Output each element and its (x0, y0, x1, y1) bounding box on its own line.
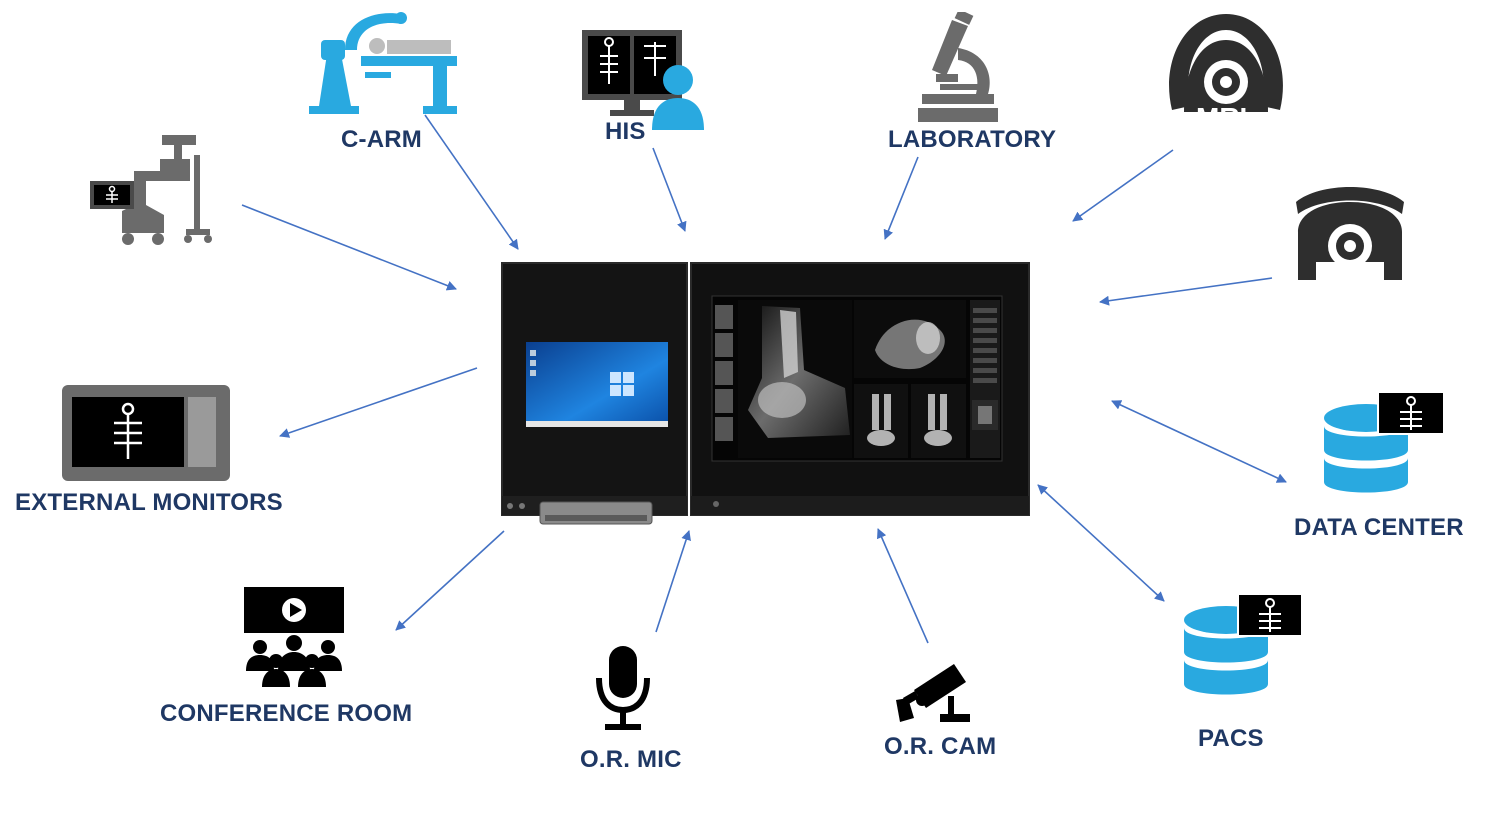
label-laboratory: LABORATORY (888, 126, 1057, 153)
label-or-cam: O.R. CAM (884, 733, 997, 760)
ct-scanner-icon (1296, 187, 1404, 280)
label-ct: CT (1328, 276, 1366, 307)
label-conference-room: CONFERENCE ROOM (160, 700, 413, 727)
camera-icon (896, 664, 970, 722)
arrow-or-cam (877, 528, 929, 644)
label-data-center: DATA CENTER (1294, 514, 1464, 541)
label-pacs: PACS (1198, 725, 1264, 752)
database-icon (1324, 391, 1445, 493)
external-monitor-icon (62, 385, 230, 481)
arrow-mri (1072, 149, 1174, 222)
mri-scanner-icon (1169, 14, 1283, 112)
arrow-or-mic (655, 530, 691, 633)
conference-room-icon (244, 587, 344, 687)
label-c-arm: C-ARM (341, 126, 422, 153)
microphone-icon (596, 646, 650, 730)
arrow-pacs (1037, 484, 1165, 602)
arrow-imaging-cart (241, 204, 457, 291)
label-mri: MRI (1196, 102, 1248, 133)
arrow-conference-room (395, 530, 505, 631)
arrow-laboratory (883, 156, 919, 240)
his-workstation-icon (582, 30, 704, 130)
arrow-his (652, 147, 687, 232)
arrow-external-monitors (279, 367, 478, 438)
label-his: HIS (605, 118, 646, 145)
label-or-mic: O.R. MIC (580, 746, 682, 773)
c-arm-icon (309, 12, 457, 114)
label-external-monitors: EXTERNAL MONITORS (15, 489, 283, 516)
arrow-c-arm (424, 114, 519, 250)
central-display-system (501, 262, 1030, 525)
arrow-ct (1099, 277, 1273, 306)
arrow-data-center (1111, 400, 1287, 483)
microscope-icon (918, 12, 998, 122)
imaging-cart-icon (90, 135, 212, 245)
database-icon (1184, 593, 1303, 695)
